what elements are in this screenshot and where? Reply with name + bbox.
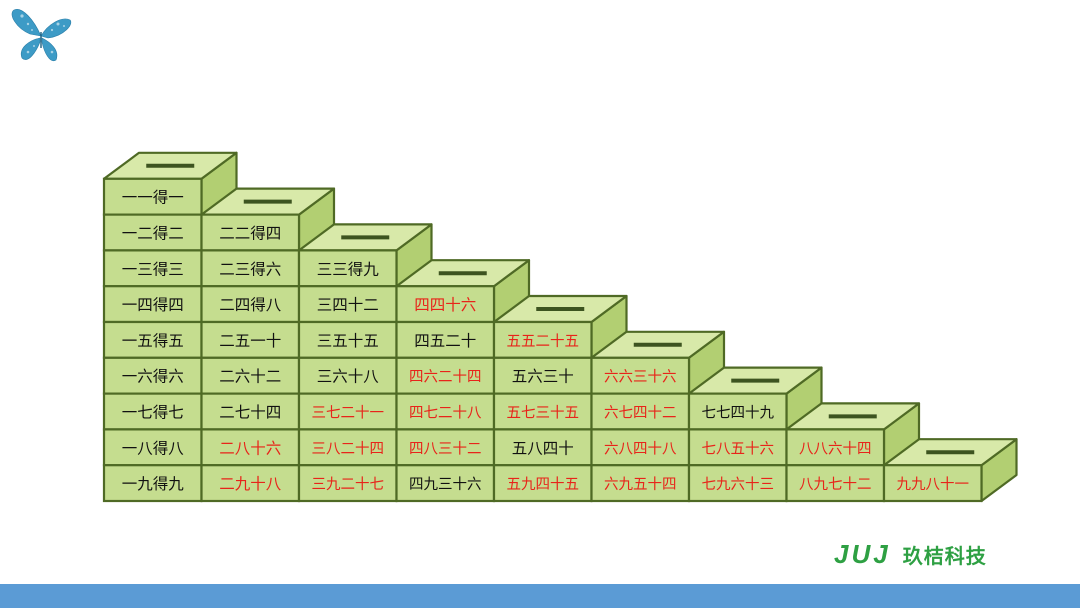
table-cell-text: 二四得八 [219,296,282,314]
table-cell [785,464,886,503]
table-cell-text: 九九八十一 [897,476,970,493]
table-cell-text: 六七四十二 [604,405,677,422]
table-cell-text: 一一得一 [122,189,184,207]
table-cell-text: 五八四十 [512,439,574,457]
table-cell-text: 七八五十六 [702,440,775,457]
table-cell [102,428,203,467]
table-cell [687,392,788,431]
table-cell-text: 三五十五 [317,332,379,350]
table-cell [102,392,203,431]
table-cell [590,392,691,431]
table-cell-text: 七七四十九 [702,405,775,422]
table-cell [102,177,203,216]
table-cell-text: 四四十六 [414,296,476,314]
table-cell-text: 四五二十 [414,332,476,350]
table-cell-text: 七九六十三 [702,476,775,493]
table-cell-text: 二六十二 [219,368,281,386]
table-cell [297,249,398,288]
table-cell-text: 三三得九 [317,260,380,278]
table-cell-text: 三四十二 [317,296,379,314]
table-cell [395,285,496,324]
table-cell-text: 三九二十七 [312,476,385,493]
table-cell [785,428,886,467]
table-cell-text: 五六三十 [512,368,574,386]
table-cell-text: 一四得四 [122,296,184,314]
table-cell-text: 二二得四 [219,225,281,243]
footer-bar [0,584,1080,608]
table-cell-text: 一九得九 [122,475,185,493]
table-cell-text: 八八六十四 [799,440,872,457]
table-cell-text: 五七三十五 [507,405,580,422]
table-cell [687,464,788,503]
table-cell [200,464,301,503]
brand-mark: JUJ [834,538,891,569]
table-cell [492,464,593,503]
table-cell-text: 二五一十 [219,332,281,350]
brand-name: 玖桔科技 [902,543,987,568]
table-cell-text: 一二得二 [122,225,184,243]
table-cell-text: 五九四十五 [507,476,580,493]
table-cell [395,464,496,503]
table-cell-text: 三七二十一 [312,405,385,422]
table-cell-text: 一七得七 [122,404,184,422]
table-cell [882,464,983,503]
table-cell-text: 三六十八 [317,368,380,386]
table-cell-text: 三八二十四 [312,440,385,457]
table-cell-text: 八九七十二 [799,476,872,493]
table-cell [102,464,203,503]
table-cell-text: 五五二十五 [507,333,580,350]
table-cell-text: 二九十八 [219,475,282,493]
table-cell [492,320,593,359]
table-cell [492,392,593,431]
table-cell-text: 一三得三 [122,260,184,278]
table-cell-text: 一六得六 [122,368,184,386]
table-cell-text: 四八三十二 [409,440,482,457]
table-cell-text: 二七十四 [219,404,281,422]
table-cell-text: 一八得八 [122,439,185,457]
table-cell-text: 四九三十六 [409,476,482,493]
brand-logo: JUJ 玖桔科技 [834,536,987,572]
table-cell-text: 四六二十四 [409,369,482,386]
table-cell [395,356,496,395]
table-cell-text: 六八四十八 [604,440,677,457]
table-cell [590,464,691,503]
table-cell-text: 六六三十六 [604,369,677,386]
table-cell [297,320,398,359]
table-cell [200,285,301,324]
table-cell-text: 六九五十四 [604,476,677,493]
table-cell [297,428,398,467]
butterfly-icon [11,9,72,62]
table-cell [297,392,398,431]
table-cell-text: 二八十六 [219,439,281,457]
table-cell-text: 四七二十八 [409,405,482,422]
table-cell-text: 二三得六 [219,260,281,278]
table-cell [590,428,691,467]
table-cell-text: 一五得五 [122,332,184,350]
